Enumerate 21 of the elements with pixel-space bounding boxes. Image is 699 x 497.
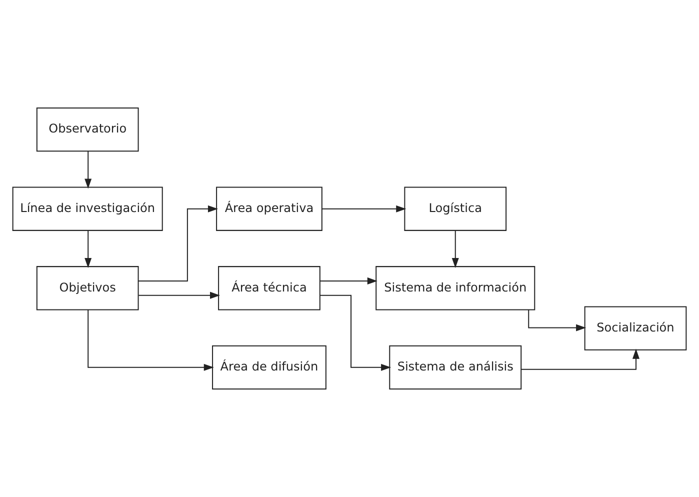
arrow — [521, 348, 640, 370]
arrow — [528, 310, 586, 332]
node-box: Observatorio — [36, 108, 139, 152]
node-box: Socialización — [584, 306, 687, 350]
arrow — [320, 277, 378, 284]
arrow — [138, 292, 220, 299]
arrow — [138, 205, 218, 282]
arrow — [452, 230, 459, 268]
arrow — [88, 310, 214, 371]
node-box: Área operativa — [216, 186, 322, 231]
arrow — [84, 151, 92, 189]
arrow — [322, 205, 406, 212]
node-box: Línea de investigación — [12, 186, 163, 231]
node-box: Sistema de análisis — [389, 345, 522, 390]
node-box: Sistema de información — [376, 266, 536, 310]
arrow — [84, 230, 92, 268]
node-box: Área técnica — [218, 266, 320, 310]
node-box: Objetivos — [36, 266, 139, 310]
arrow — [320, 294, 392, 371]
node-box: Logística — [404, 186, 507, 231]
node-box: Área de difusión — [212, 345, 326, 390]
